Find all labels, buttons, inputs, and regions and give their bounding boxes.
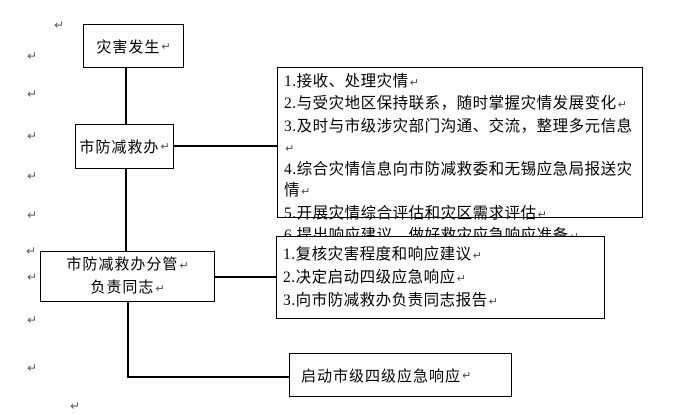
task-item: 3.及时与市级涉灾部门沟通、交流，整理多元信息↵ (284, 117, 633, 155)
node-disaster-label: 灾害发生 (96, 39, 161, 56)
line-break-mark: ↵ (537, 207, 547, 221)
line-break-mark: ↵ (26, 244, 37, 258)
decision-item: 1.复核灾害程度和响应建议↵ (283, 246, 482, 263)
line-break-mark: ↵ (160, 140, 170, 153)
line-break-mark: ↵ (155, 281, 165, 295)
node-leader-line1: 市防减救办分管↵ (66, 256, 189, 273)
task-item: 5.开展灾情综合评估和灾区需求评估↵ (284, 204, 547, 222)
line-break-mark: ↵ (161, 39, 171, 53)
node-leader-line2: 负责同志↵ (90, 279, 165, 296)
connector-leader-to-decisions (214, 276, 276, 278)
line-break-mark: ↵ (27, 129, 38, 143)
decision-item: 2.决定启动四级应急响应↵ (283, 269, 466, 286)
node-activate-response[interactable]: 启动市级四级应急响应↵ (289, 353, 512, 397)
line-break-mark: ↵ (472, 249, 482, 262)
line-break-mark: ↵ (617, 98, 627, 112)
line-break-mark: ↵ (301, 185, 311, 199)
line-break-mark: ↵ (409, 76, 419, 89)
line-break-mark: ↵ (27, 49, 38, 63)
line-break-mark: ↵ (27, 361, 38, 375)
connector-disaster-to-office (125, 68, 127, 124)
line-break-mark: ↵ (179, 258, 189, 272)
node-deputy-leader[interactable]: 市防减救办分管↵ 负责同志↵ (40, 251, 215, 302)
node-activate-label: 启动市级四级应急响应 (301, 368, 462, 385)
line-break-mark: ↵ (285, 141, 295, 155)
line-break-mark: ↵ (70, 399, 81, 413)
task-item: 4.综合灾情信息向市防减救委和无锡应急局报送灾情↵ (284, 161, 633, 200)
line-break-mark: ↵ (456, 272, 466, 285)
task-item: 2.与受灾地区保持联系，随时掌握灾情发展变化↵ (284, 95, 627, 113)
line-break-mark: ↵ (27, 87, 38, 101)
line-break-mark: ↵ (27, 313, 38, 327)
line-break-mark: ↵ (27, 208, 38, 222)
line-break-mark: ↵ (54, 18, 65, 32)
node-city-office[interactable]: 市防减救办↵ (75, 124, 174, 169)
task-item: 1.接收、处理灾情↵ (284, 73, 419, 90)
line-break-mark: ↵ (488, 295, 498, 308)
line-break-mark: ↵ (27, 270, 38, 284)
connector-office-to-leader (125, 168, 127, 252)
decision-list-box[interactable]: 1.复核灾害程度和响应建议↵ 2.决定启动四级应急响应↵ 3.向市防减救办负责同… (276, 236, 605, 319)
decision-item: 3.向市防减救办负责同志报告↵ (283, 292, 498, 309)
line-break-mark: ↵ (462, 368, 472, 382)
node-office-label: 市防减救办 (79, 140, 160, 156)
connector-office-to-tasks (173, 145, 277, 147)
node-disaster-occurs[interactable]: 灾害发生↵ (83, 24, 184, 68)
task-list-box[interactable]: 1.接收、处理灾情↵ 2.与受灾地区保持联系，随时掌握灾情发展变化↵ 3.及时与… (277, 67, 643, 244)
connector-leader-down (127, 301, 129, 377)
connector-down-to-activate (127, 376, 289, 378)
line-break-mark: ↵ (27, 169, 38, 183)
